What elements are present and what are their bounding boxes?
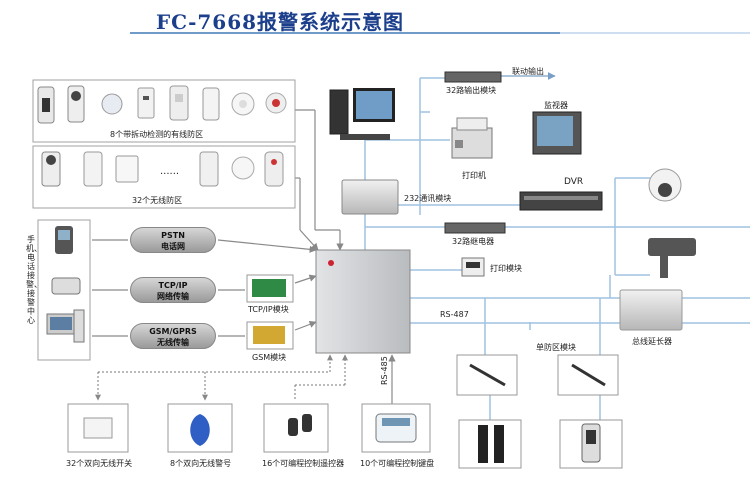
wireless-zone-label: 32个无线防区 — [132, 196, 183, 205]
wireless-sensor-icons — [41, 151, 284, 187]
gsm-link: GSM/GPRS 无线传输 — [130, 323, 216, 349]
remote-label: 16个可编程控制遥控器 — [262, 459, 345, 468]
alarm-center-icons — [46, 226, 85, 343]
relay-module-label: 32路继电器 — [452, 237, 495, 246]
monitor-label: 监视器 — [544, 101, 568, 110]
comm-module-label: 232通讯模块 — [404, 194, 452, 203]
dvr-label: DVR — [564, 177, 584, 187]
wireless-switch-label: 32个双向无线开关 — [66, 459, 133, 468]
rs487-label: RS-487 — [440, 310, 469, 319]
alarm-center-label: 手机、电话接警、接警中心 — [26, 235, 42, 325]
tcpip-link: TCP/IP 网络传输 — [130, 277, 216, 303]
linkage-output-label: 联动输出 — [512, 67, 544, 76]
pstn-label-top: PSTN — [161, 231, 185, 240]
gsm-module-label: GSM模块 — [252, 353, 287, 362]
tcpip-label-top: TCP/IP — [158, 281, 188, 290]
single-zone-label: 单防区模块 — [536, 343, 576, 352]
diagram-title: FC-7668报警系统示意图 — [155, 10, 405, 34]
keypad-label: 10个可编程控制键盘 — [360, 459, 435, 468]
bus-extender-label: 总线延长器 — [632, 337, 672, 346]
gsm-label-bottom: 无线传输 — [157, 338, 189, 347]
wired-sensor-icons — [37, 85, 287, 124]
rs485-label: RS-485 — [380, 356, 389, 385]
output-module-label: 32路输出模块 — [446, 86, 497, 95]
wireless-siren-label: 8个双向无线警号 — [170, 459, 232, 468]
printer-label: 打印机 — [462, 171, 486, 180]
pstn-link: PSTN 电话网 — [130, 227, 216, 253]
tcpip-module-label: TCP/IP模块 — [248, 305, 289, 314]
wired-zone-label: 8个带拆动检测的有线防区 — [110, 130, 204, 139]
pstn-label-bottom: 电话网 — [161, 242, 185, 251]
print-module-label: 打印模块 — [490, 264, 522, 273]
gsm-label-top: GSM/GPRS — [149, 327, 197, 336]
wireless-more-dots: ...... — [160, 166, 180, 177]
tcpip-label-bottom: 网络传输 — [157, 292, 189, 301]
